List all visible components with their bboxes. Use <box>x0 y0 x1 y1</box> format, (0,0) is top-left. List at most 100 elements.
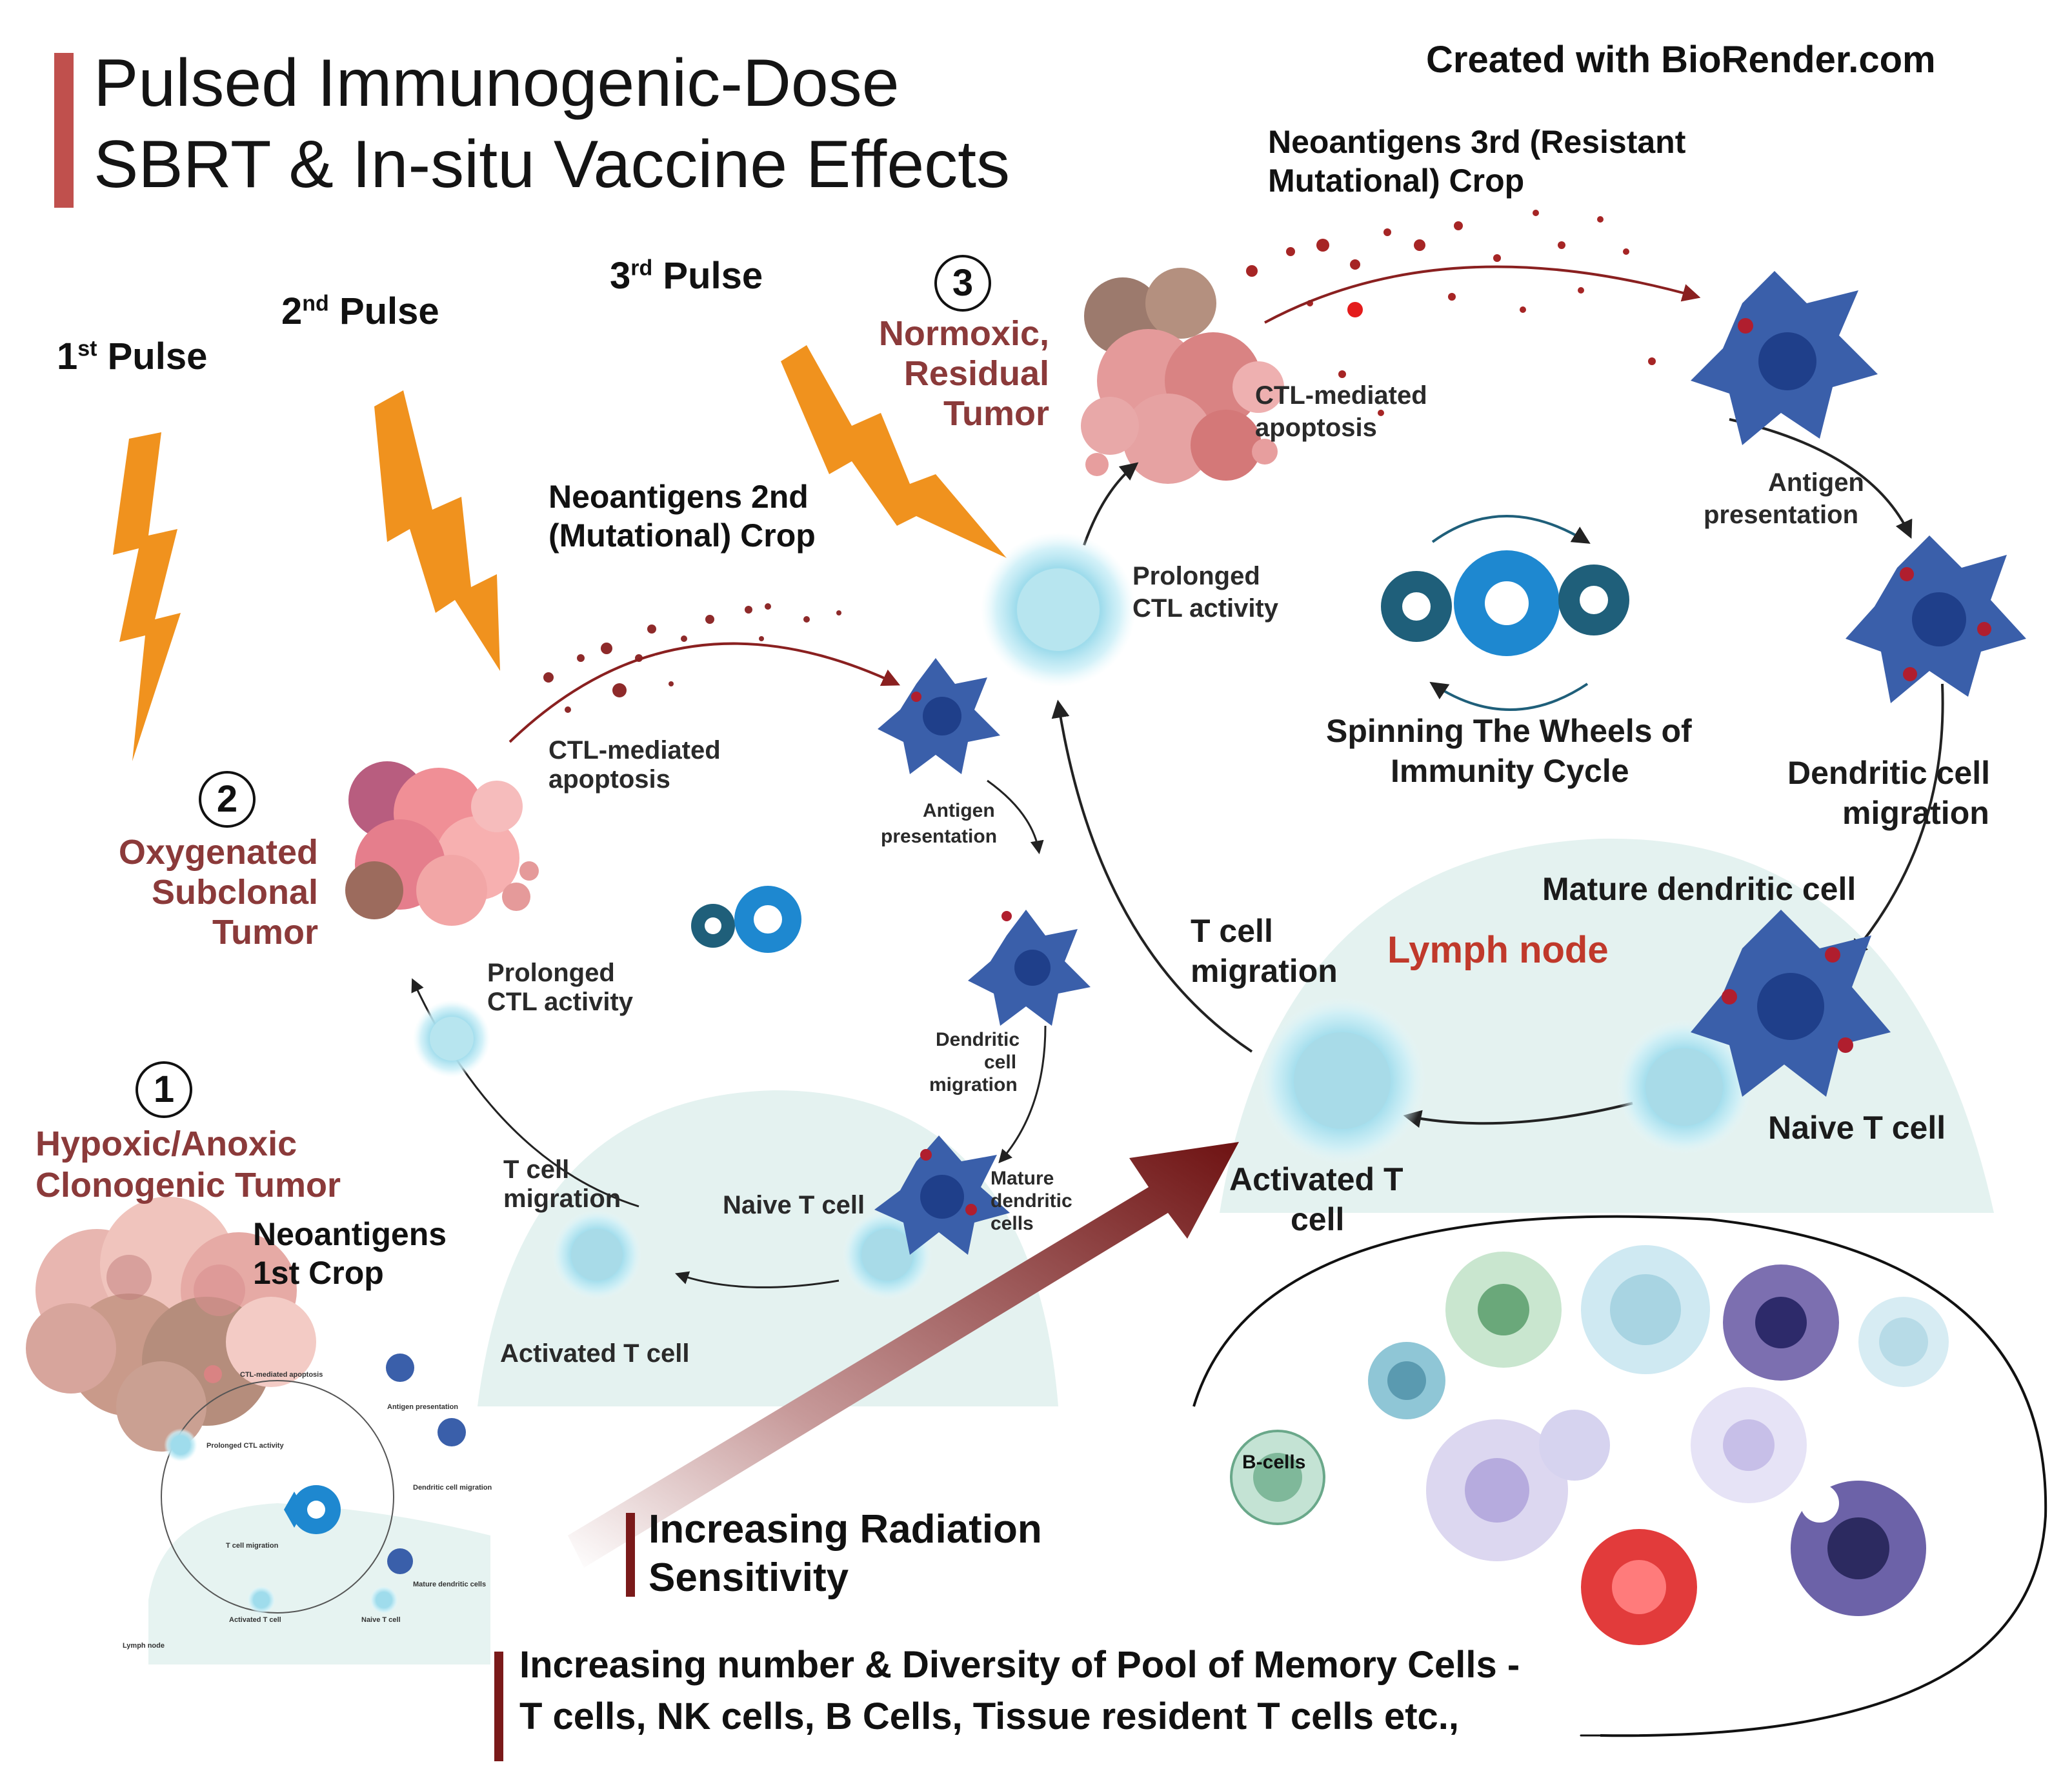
mid-dc-line3: migration <box>929 1074 1018 1095</box>
mid-mature-line2: dendritic <box>991 1190 1072 1212</box>
mini-lymph-node-label: Lymph node <box>123 1642 165 1650</box>
large-ctl-line1: CTL-mediated <box>1255 381 1427 410</box>
mid-dendritic-cell-antigen <box>878 658 1000 774</box>
page-title-line2: SBRT & In-situ Vaccine Effects <box>94 127 1011 202</box>
pulse-2-word: Pulse <box>339 290 439 332</box>
oxygenated-tumor-illustration <box>345 761 539 926</box>
large-dendritic-cell-migrating <box>1846 535 2026 703</box>
mini-naive-label: Naive T cell <box>361 1616 401 1624</box>
lightning-bolt-icon-2 <box>374 390 500 671</box>
large-activated-t-nucleus <box>1294 1032 1391 1129</box>
bcells-label: B-cells <box>1242 1452 1306 1473</box>
neoantigen-particles-3rd <box>1246 210 1656 416</box>
stage-3-label-line1: Normoxic, <box>878 314 1049 353</box>
gears-icon-large <box>1381 550 1629 656</box>
large-antigen-line2: presentation <box>1704 501 1859 529</box>
residual-tumor-illustration <box>1081 268 1284 484</box>
mid-mature-line3: cells <box>991 1213 1034 1234</box>
mid-antigen-line1: Antigen <box>923 800 995 821</box>
mid-naive-t-nucleus <box>861 1229 913 1281</box>
hypoxic-tumor-illustration <box>26 1197 316 1452</box>
biorender-credit: Created with BioRender.com <box>1426 39 1936 81</box>
neoantigen-2nd-line2: (Mutational) Crop <box>548 517 816 554</box>
pulse-label-3: 3rd Pulse <box>610 255 763 298</box>
mid-prolonged-line2: CTL activity <box>487 988 633 1016</box>
mid-dc-line1: Dendritic <box>936 1029 1020 1050</box>
page-title-line1: Pulsed Immunogenic-Dose <box>94 46 900 121</box>
stage-2-label-line3: Tumor <box>212 913 318 952</box>
sensitivity-caption-line1: Increasing Radiation <box>649 1507 1042 1552</box>
mid-dc-line2: cell <box>984 1052 1017 1073</box>
spinning-wheels-line2: Immunity Cycle <box>1391 753 1629 789</box>
pulse-1-word: Pulse <box>107 335 208 377</box>
stage-2-badge: 2 <box>199 771 256 828</box>
pulse-3-word: Pulse <box>663 255 763 297</box>
large-mature-label: Mature dendritic cell <box>1542 871 1856 907</box>
mid-tmig-line1: T cell <box>503 1155 570 1184</box>
stage-1-label-line1: Hypoxic/Anoxic <box>35 1124 297 1163</box>
pulse-2-num: 2 <box>281 290 303 332</box>
pulse-label-2: 2nd Pulse <box>281 290 439 334</box>
stage-1-badge: 1 <box>136 1061 192 1118</box>
mini-t-migration-label: T cell migration <box>226 1542 279 1550</box>
neoantigen-particles-2nd <box>543 603 841 713</box>
large-tmig-line2: migration <box>1191 953 1338 989</box>
large-mature-dendritic-cell <box>1691 910 1891 1097</box>
stage-2-label-line1: Oxygenated <box>118 833 318 872</box>
bolt-1 <box>113 432 181 761</box>
bolt-3 <box>781 345 1007 558</box>
mid-ctl-line2: apoptosis <box>548 765 670 794</box>
spinning-wheels-line1: Spinning The Wheels of <box>1326 713 1692 749</box>
stage-3-label-line3: Tumor <box>943 394 1049 433</box>
large-naive-label: Naive T cell <box>1768 1110 1946 1146</box>
mini-immunity-cycle <box>148 1354 490 1664</box>
title-accent-bar <box>54 53 74 208</box>
neoantigen-3rd-line1: Neoantigens 3rd (Resistant <box>1268 124 1686 160</box>
mid-mature-dendritic-cell <box>874 1135 1010 1255</box>
mid-dendritic-cell-migrating <box>968 910 1091 1026</box>
memory-caption-line2: T cells, NK cells, B Cells, Tissue resid… <box>519 1695 1460 1737</box>
mid-prolonged-ctl-nucleus <box>430 1017 474 1061</box>
pulse-label-1: 1st Pulse <box>57 335 207 379</box>
large-ctl-line2: apoptosis <box>1255 414 1377 442</box>
mid-naive-label: Naive T cell <box>723 1191 865 1219</box>
sensitivity-caption-line2: Sensitivity <box>649 1555 849 1600</box>
bolt-2 <box>374 390 500 671</box>
large-prolonged-ctl-nucleus <box>1017 568 1100 651</box>
mini-mature-dc-label: Mature dendritic cells <box>413 1581 487 1588</box>
large-prolonged-line2: CTL activity <box>1132 594 1278 623</box>
mid-antigen-line2: presentation <box>881 826 998 847</box>
stage-2-label-line2: Subclonal <box>151 873 318 912</box>
large-activated-line1: Activated T <box>1229 1161 1403 1197</box>
stage-3-label-line2: Residual <box>903 354 1049 393</box>
memory-cell-pool <box>1192 1215 2047 1737</box>
neoantigen-1st-line2: 1st Crop <box>253 1255 384 1291</box>
memory-caption-line1: Increasing number & Diversity of Pool of… <box>519 1644 1520 1686</box>
pulse-3-num: 3 <box>610 255 631 297</box>
pulse-1-sup: st <box>77 336 97 361</box>
mini-ctl-label: CTL-mediated apoptosis <box>240 1371 323 1379</box>
neoantigen-2nd-arrow <box>508 642 901 743</box>
increasing-sensitivity-arrow <box>568 1142 1239 1568</box>
neoantigen-2nd-line1: Neoantigens 2nd <box>548 479 809 515</box>
gears-icon-small <box>691 886 801 953</box>
mid-tmig-line2: migration <box>503 1184 621 1213</box>
mid-activated-t-nucleus <box>571 1229 623 1281</box>
memory-bar <box>494 1652 503 1761</box>
large-antigen-line1: Antigen <box>1768 468 1864 497</box>
mid-ctl-line1: CTL-mediated <box>548 736 721 765</box>
neoantigen-1st-line1: Neoantigens <box>253 1216 447 1252</box>
sensitivity-bar <box>626 1513 635 1597</box>
large-activated-line2: cell <box>1291 1201 1345 1237</box>
large-prolonged-line1: Prolonged <box>1132 562 1260 590</box>
lightning-bolt-icon-1 <box>113 432 181 761</box>
pulse-2-sup: nd <box>302 291 329 316</box>
large-dc-line2: migration <box>1842 795 1989 831</box>
large-tmig-line1: T cell <box>1191 913 1273 949</box>
mid-activated-label: Activated T cell <box>500 1339 690 1368</box>
mini-activated-label: Activated T cell <box>229 1616 281 1624</box>
pulse-3-sup: rd <box>630 255 653 281</box>
pulse-1-num: 1 <box>57 335 78 377</box>
neoantigen-3rd-line2: Mutational) Crop <box>1268 163 1525 199</box>
